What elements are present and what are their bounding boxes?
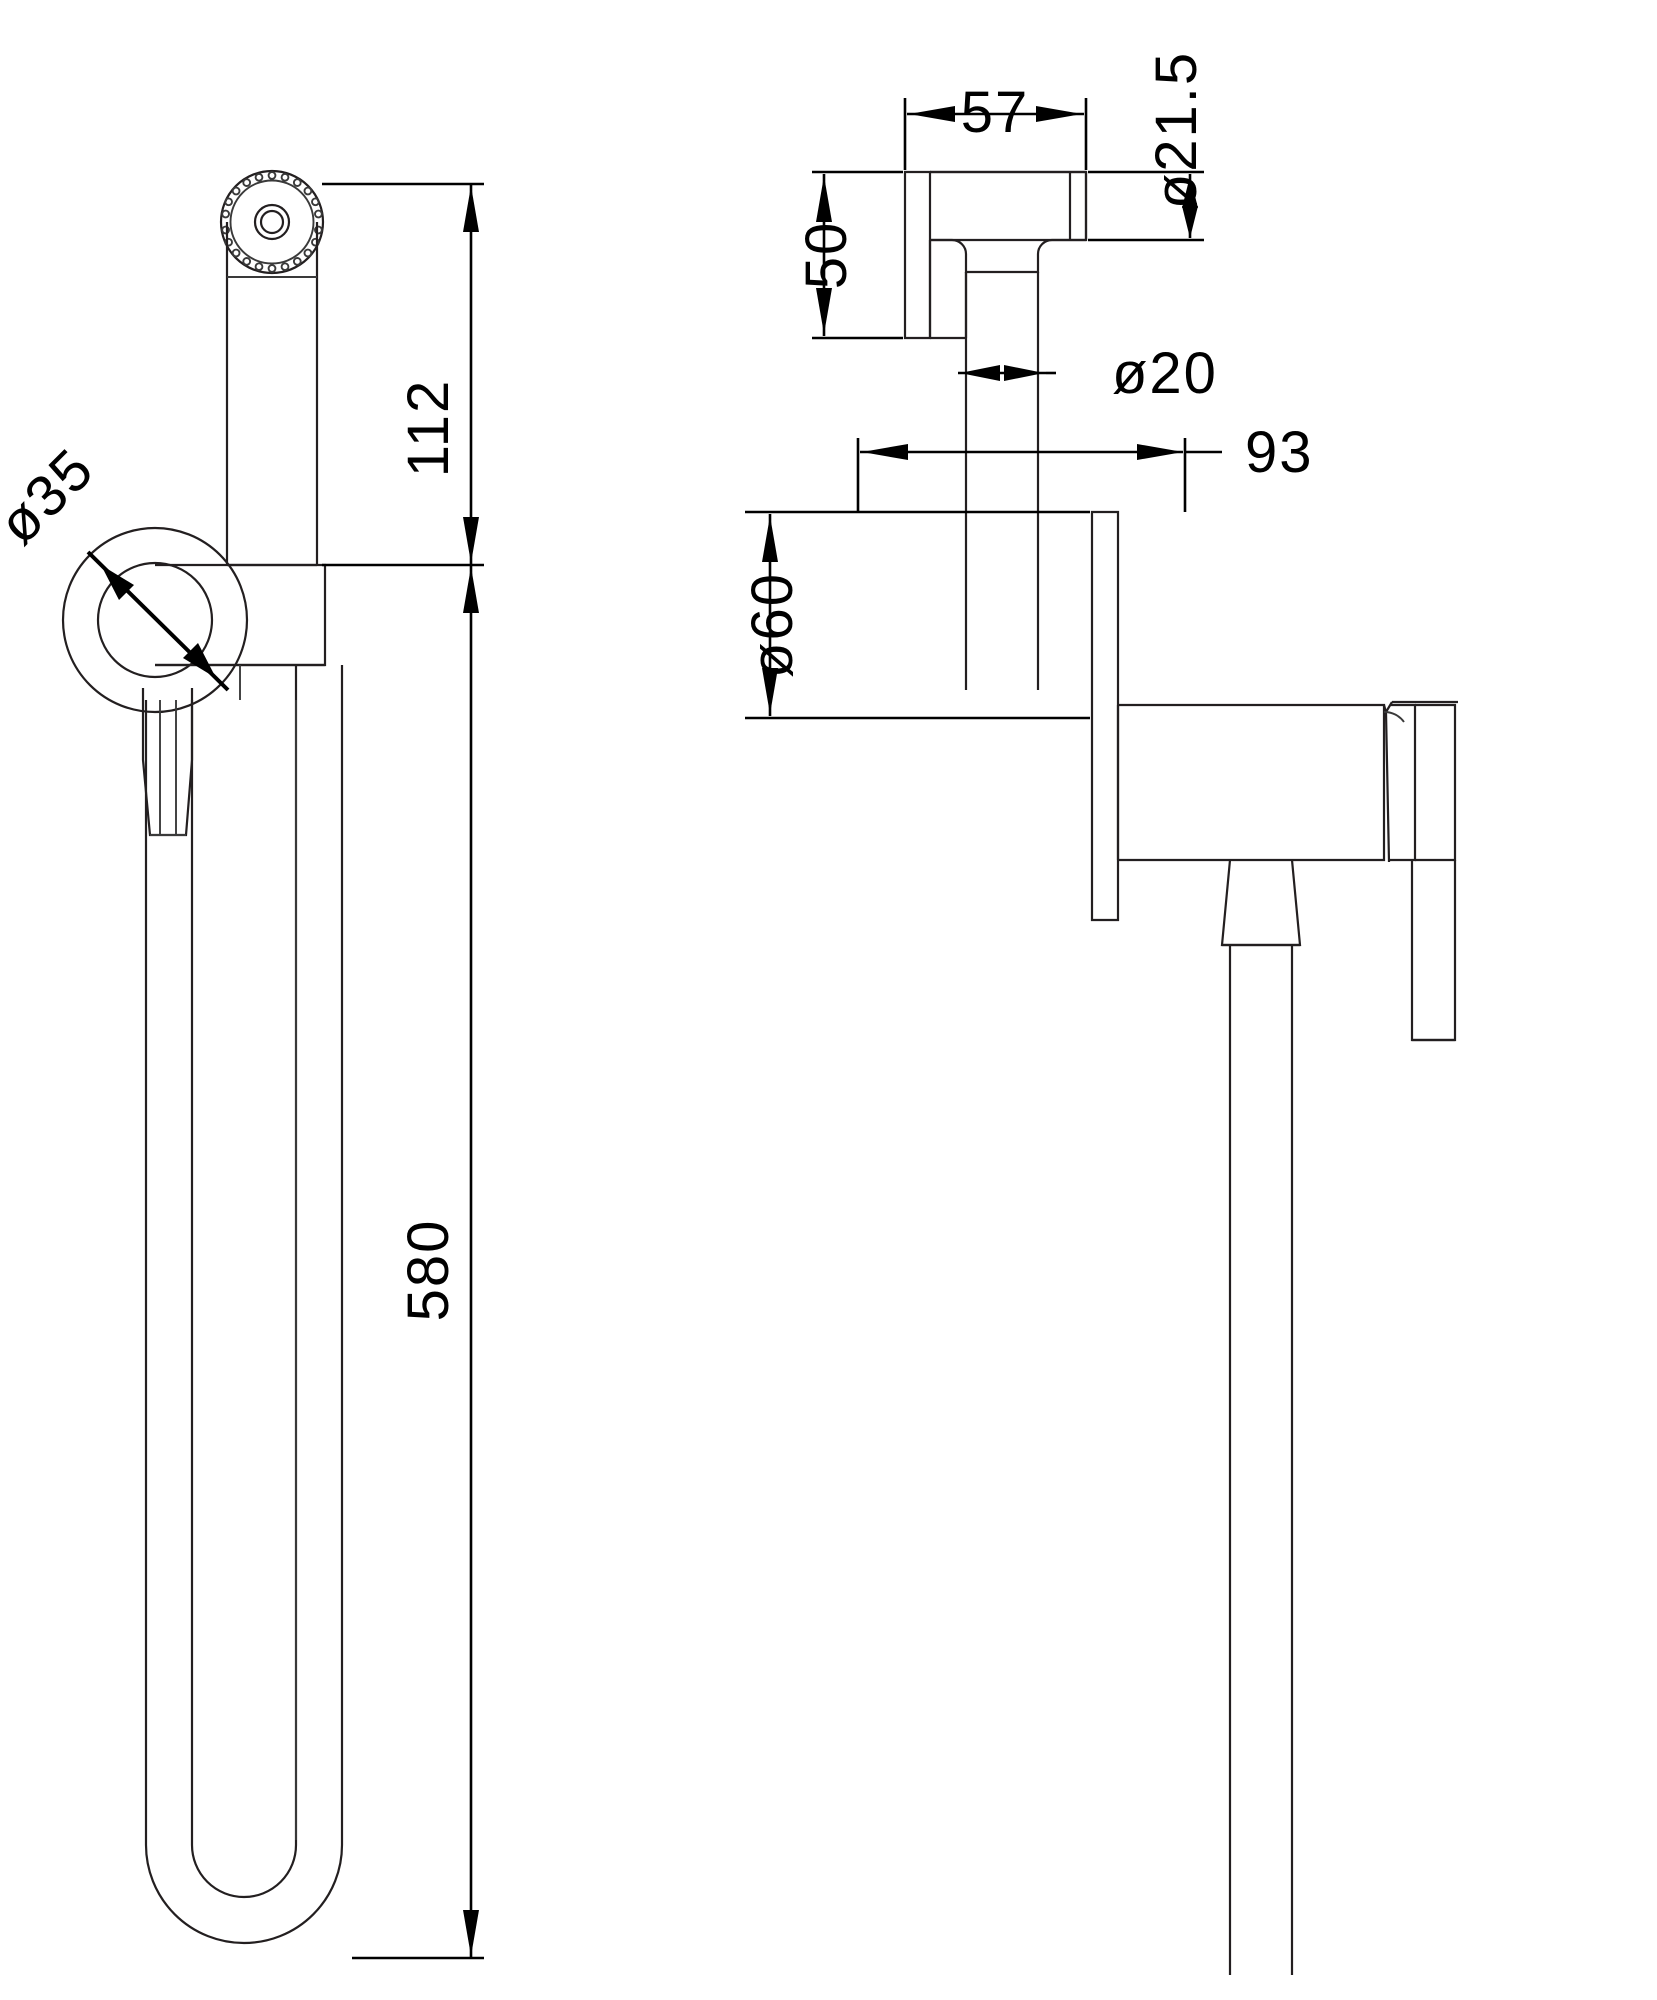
mixer-wall-flange bbox=[1090, 510, 1120, 922]
spray-nozzle-ring bbox=[221, 171, 323, 273]
dimension-580: 580 bbox=[352, 565, 484, 1960]
dimension-dia-20: ø20 bbox=[958, 341, 1218, 406]
bracket-escutcheon-plate bbox=[61, 526, 249, 714]
dimension-dia-35: ø35 bbox=[0, 436, 230, 692]
dimension-57: 57 bbox=[903, 80, 1088, 170]
dimension-112: 112 bbox=[322, 182, 484, 567]
dimension-93: 93 bbox=[856, 420, 1314, 512]
spray-head-face bbox=[219, 169, 325, 275]
dimension-dia-60-label: ø60 bbox=[740, 572, 805, 678]
mixer-lever bbox=[1382, 700, 1458, 863]
bracket-body bbox=[928, 170, 1088, 340]
dimension-112-label: 112 bbox=[396, 379, 461, 477]
bracket-outlet-stem bbox=[964, 272, 1040, 690]
dimension-50: 50 bbox=[794, 170, 903, 340]
bracket-wall-flange bbox=[903, 170, 932, 340]
mixer-lever-stem bbox=[1410, 860, 1457, 1042]
dimension-50-label: 50 bbox=[794, 221, 859, 290]
mixer-outlet-pipe bbox=[1220, 859, 1302, 1975]
dimension-dia-35-label: ø35 bbox=[0, 436, 107, 557]
bracket-side-elevation-view bbox=[903, 170, 1088, 690]
hose-upper-connector bbox=[294, 665, 344, 700]
front-elevation-view bbox=[61, 169, 344, 1945]
mixer-side-elevation-view bbox=[1090, 510, 1458, 1975]
dimension-dia-60: ø60 bbox=[740, 510, 1090, 720]
dimension-580-label: 580 bbox=[396, 1219, 461, 1322]
mixer-body bbox=[1116, 703, 1386, 862]
flexible-hose bbox=[144, 700, 344, 1945]
dimension-93-label: 93 bbox=[1245, 420, 1314, 485]
dimension-dia-20-label: ø20 bbox=[1112, 341, 1218, 406]
dimension-dia-21-5-label: ø21.5 bbox=[1144, 51, 1209, 209]
dimension-dia-21-5: ø21.5 bbox=[1088, 51, 1209, 242]
dimension-57-label: 57 bbox=[961, 80, 1030, 145]
